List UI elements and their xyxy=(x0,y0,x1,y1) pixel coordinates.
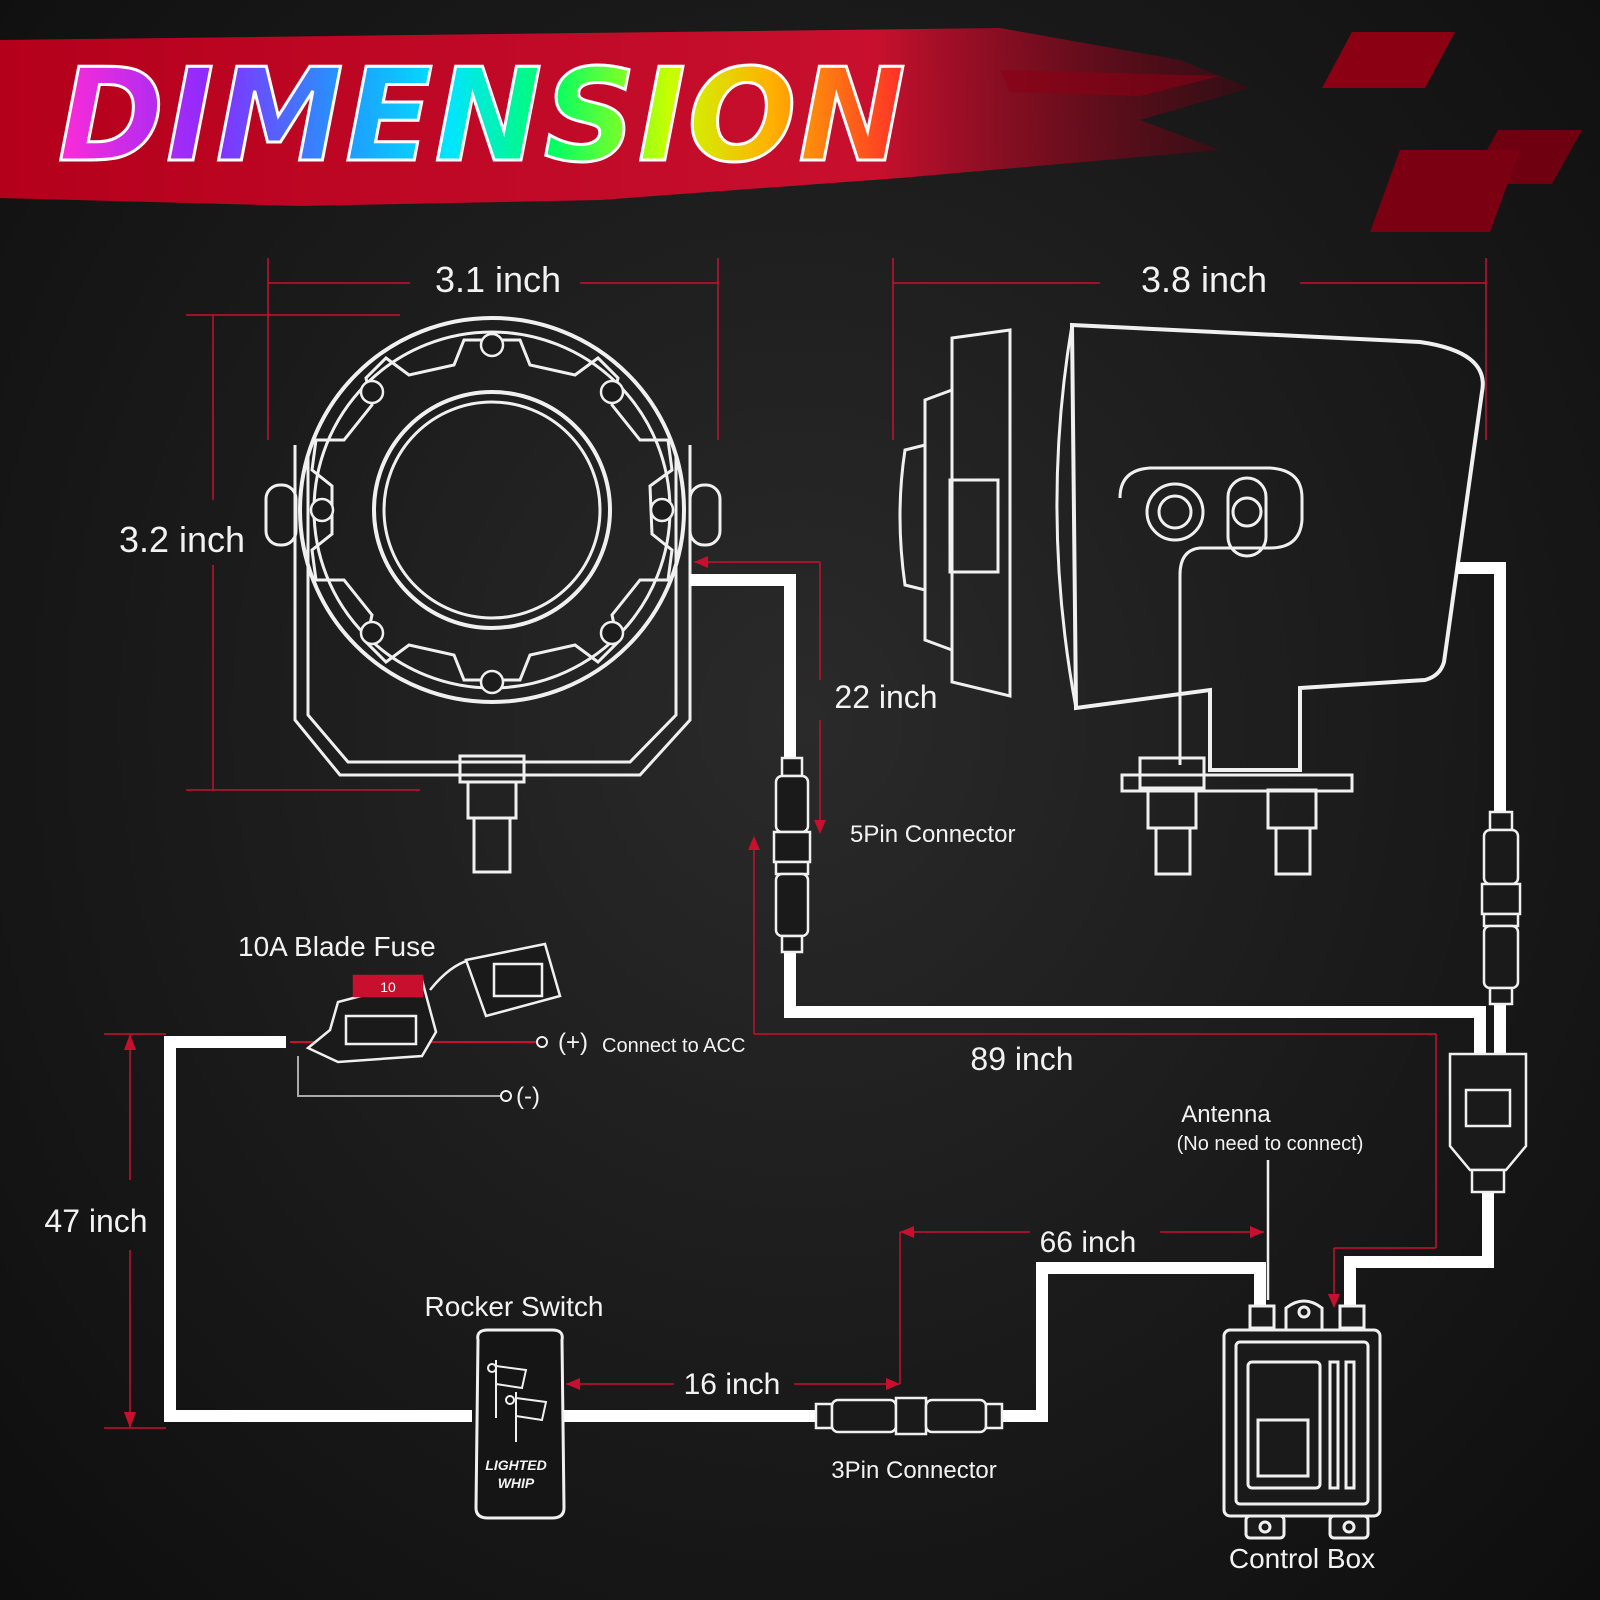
label-antenna-note: (No need to connect) xyxy=(1177,1133,1364,1155)
label-control-box: Control Box xyxy=(1229,1543,1375,1574)
rocker-switch: LIGHTED WHIP xyxy=(474,1328,566,1520)
fuse-terminals xyxy=(500,1036,548,1102)
switch-text-line2: WHIP xyxy=(498,1475,535,1491)
whip-light-icon xyxy=(487,1360,548,1442)
dimension-lines xyxy=(104,258,1487,1429)
label-negative: (-) xyxy=(516,1083,540,1110)
connector-side xyxy=(1480,810,1522,1006)
label-rocker-switch: Rocker Switch xyxy=(425,1291,604,1322)
switch-text-line1: LIGHTED xyxy=(485,1457,546,1473)
light-front-view xyxy=(264,316,722,874)
page-title: DIMENSION xyxy=(58,42,908,191)
decor-stripe-1 xyxy=(1322,32,1455,88)
decor-stripe-3 xyxy=(1370,150,1520,232)
front-screws xyxy=(309,332,675,695)
wires xyxy=(164,562,1506,1422)
label-cable-47: 47 inch xyxy=(44,1203,147,1239)
connector-3pin xyxy=(814,1396,1004,1436)
fuse-rating: 10 xyxy=(380,979,396,995)
label-cable-16: 16 inch xyxy=(684,1368,781,1401)
label-fuse: 10A Blade Fuse xyxy=(238,931,436,962)
label-front-height: 3.2 inch xyxy=(119,519,245,560)
label-3pin-connector: 3Pin Connector xyxy=(831,1457,996,1484)
label-front-width: 3.1 inch xyxy=(435,259,561,300)
labels: 3.1 inch 3.2 inch 3.8 inch 22 inch 5Pin … xyxy=(44,259,1375,1574)
control-box xyxy=(1222,1299,1382,1540)
dimension-arrowheads xyxy=(124,556,1340,1428)
header-banner: DIMENSION xyxy=(0,28,1582,232)
connector-5pin xyxy=(772,756,812,954)
light-side-view xyxy=(898,322,1485,876)
label-5pin-connector: 5Pin Connector xyxy=(850,821,1015,848)
label-side-width: 3.8 inch xyxy=(1141,259,1267,300)
label-cable-66: 66 inch xyxy=(1040,1226,1137,1259)
fuse-holder: 10 xyxy=(305,942,562,1064)
label-cable-22: 22 inch xyxy=(834,679,937,715)
label-connect-acc: Connect to ACC xyxy=(602,1035,745,1057)
label-antenna: Antenna xyxy=(1181,1101,1271,1128)
negative-wire xyxy=(297,1056,502,1097)
label-cable-89: 89 inch xyxy=(970,1041,1073,1077)
label-positive: (+) xyxy=(558,1029,588,1056)
wire-splitter xyxy=(1448,1052,1528,1194)
